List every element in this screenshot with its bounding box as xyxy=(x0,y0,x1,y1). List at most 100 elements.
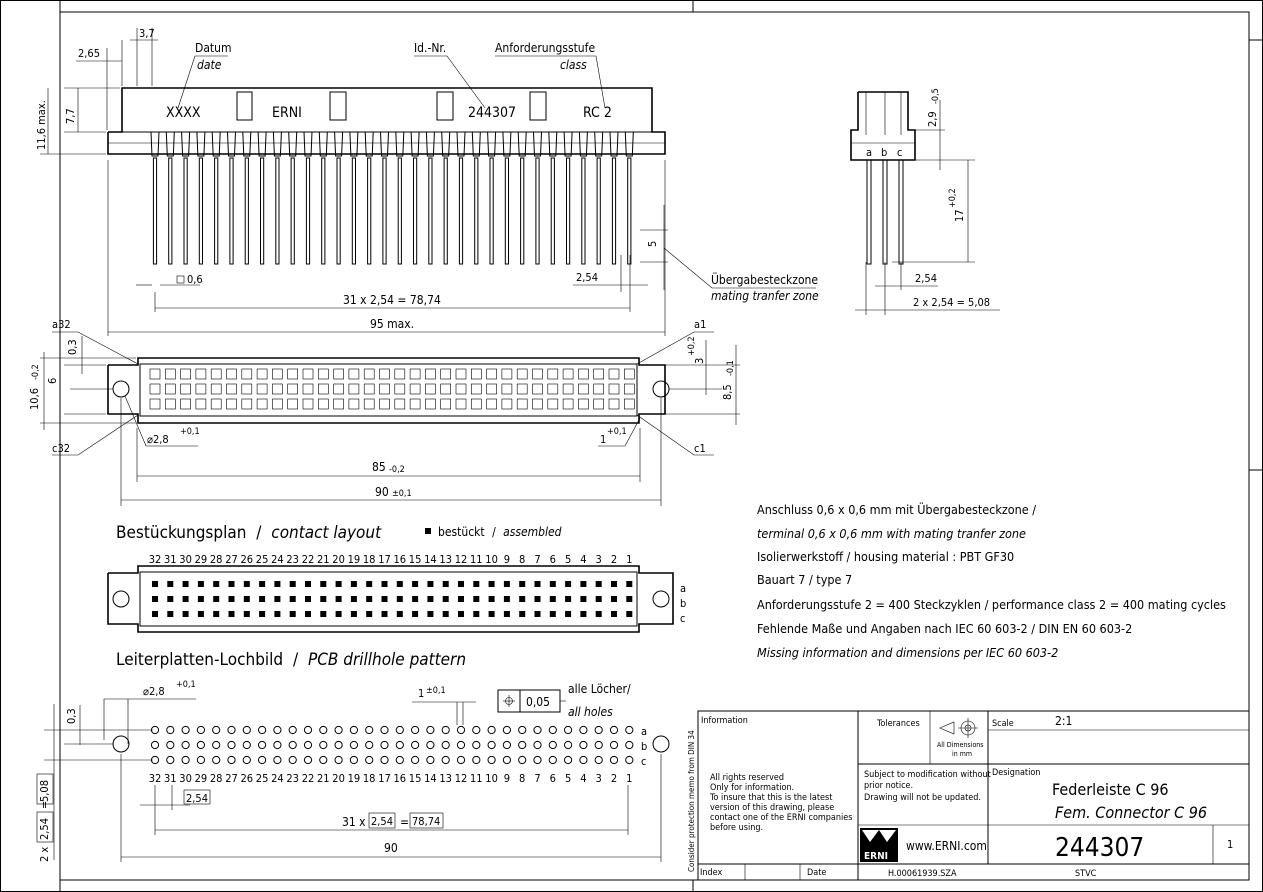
dim-31-eq: = xyxy=(400,815,409,829)
pin-terminal xyxy=(183,157,188,265)
contact-cavity xyxy=(425,398,436,410)
pin-shoulder xyxy=(594,131,604,157)
assembled-contact xyxy=(473,581,480,587)
contact-cavity xyxy=(241,368,253,380)
pcb-column-number: 24 xyxy=(271,772,284,785)
dim-2-9-tol: -0,5 xyxy=(931,88,941,104)
assembled-contact xyxy=(611,611,617,617)
pcb-hole xyxy=(349,755,358,765)
dim-6: 6 xyxy=(46,378,59,384)
contact-cavity xyxy=(409,383,421,395)
note-2: terminal 0,6 x 0,6 mm with mating tranfe… xyxy=(757,526,1026,541)
scale-value: 2:1 xyxy=(1055,714,1072,728)
contact-cavity xyxy=(287,398,299,410)
contact-cavity xyxy=(532,383,543,395)
dim-17: 17 xyxy=(953,209,966,222)
label-a1: a1 xyxy=(694,318,706,331)
pcb-hole xyxy=(242,755,251,765)
connector-body-outline xyxy=(107,87,666,155)
label-c32: c32 xyxy=(52,442,70,455)
contact-column-number: 17 xyxy=(378,553,391,566)
contact-cavity xyxy=(333,368,344,380)
contact-row-label: a xyxy=(680,582,686,595)
pin-terminal xyxy=(413,157,418,265)
pcb-hole xyxy=(518,725,527,735)
assembled-contact xyxy=(473,611,480,617)
contact-cavity xyxy=(363,383,375,395)
contact-cavity xyxy=(425,383,436,395)
contact-cavity xyxy=(516,398,528,410)
pin-terminal xyxy=(566,157,571,265)
pcb-hole xyxy=(533,755,542,765)
pcb-hole xyxy=(625,725,634,735)
marking-id: 244307 xyxy=(468,105,516,121)
pin-terminal xyxy=(260,157,265,265)
note-5: Anforderungsstufe 2 = 400 Steckzyklen / … xyxy=(757,597,1226,612)
contact-column-number: 2 xyxy=(611,553,617,566)
pin-terminal xyxy=(581,157,586,265)
contact-cavity xyxy=(425,368,436,380)
assembled-contact xyxy=(213,581,220,587)
pcb-row-label: b xyxy=(641,740,647,753)
pcb-hole xyxy=(227,740,236,750)
assembled-contact xyxy=(427,611,434,617)
pcb-hole xyxy=(181,740,190,750)
pin-shoulder xyxy=(609,131,619,157)
pcb-column-number: 5 xyxy=(565,772,571,785)
contact-layout-title: Bestückungsplan / contact layout xyxy=(116,523,382,543)
label-c1: c1 xyxy=(694,442,706,455)
pcb-hole xyxy=(564,755,573,765)
assembled-contact xyxy=(519,596,526,602)
row-c: c xyxy=(897,146,902,159)
assembled-contact xyxy=(243,611,250,617)
contact-cavity xyxy=(226,398,237,410)
pcb-hole xyxy=(594,740,603,750)
contact-cavity xyxy=(180,383,191,395)
pcb-column-number: 23 xyxy=(286,772,299,785)
pin-terminal xyxy=(367,157,372,265)
rights-4: version of this drawing, please xyxy=(710,803,834,813)
pin-shoulder xyxy=(288,131,298,157)
contact-cavity xyxy=(379,383,390,395)
marking-class: RC 2 xyxy=(583,105,612,121)
label-idnr: Id.-Nr. xyxy=(414,41,446,55)
contact-cavity xyxy=(516,368,528,380)
dim-95: 95 max. xyxy=(370,317,414,331)
pin-terminal xyxy=(214,157,219,265)
pin-terminal xyxy=(520,157,525,265)
assembled-contact xyxy=(167,596,174,602)
drawn-by: STVC xyxy=(1075,869,1097,879)
assembled-contact xyxy=(611,596,617,602)
row-b: b xyxy=(881,146,887,159)
pcb-hole xyxy=(426,755,435,765)
contact-column-number: 27 xyxy=(225,553,238,566)
all-holes-de: alle Löcher/ xyxy=(568,682,631,696)
pin-terminal xyxy=(550,157,555,265)
pcb-hole xyxy=(166,740,175,750)
contact-cavity xyxy=(532,398,543,410)
pcb-row-label: a xyxy=(641,725,647,738)
drawing-number: H.00061939.SZA xyxy=(888,869,957,879)
pcb-hole xyxy=(472,755,481,765)
pin-shoulder xyxy=(379,131,390,157)
contact-column-number: 25 xyxy=(256,553,269,566)
pcb-hole xyxy=(594,725,603,735)
dim-31-2-54: 2,54 xyxy=(371,815,393,828)
pcb-hole xyxy=(273,755,282,765)
date-label: Date xyxy=(807,868,826,878)
top-view: a32 c32 a1 c1 0,3 6 10,6 -0,2 3 +0,2 8,5… xyxy=(28,318,740,506)
contact-cavity xyxy=(562,398,574,410)
subject-1: Subject to modification without xyxy=(864,770,991,780)
pin-shoulder xyxy=(548,131,558,157)
assembled-contact xyxy=(243,581,250,587)
dim-3-tol: +0,2 xyxy=(687,336,697,356)
pcb-hole xyxy=(242,725,251,735)
contact-column-number: 10 xyxy=(485,553,498,566)
pcb-column-number: 19 xyxy=(348,772,361,785)
contact-cavity xyxy=(210,398,222,410)
dim-8-5-tol: -0,1 xyxy=(726,360,736,376)
pin-terminal xyxy=(535,157,540,265)
dim-2-54: 2,54 xyxy=(186,792,208,805)
contact-column-number: 16 xyxy=(394,553,407,566)
assembled-contact xyxy=(381,581,388,587)
